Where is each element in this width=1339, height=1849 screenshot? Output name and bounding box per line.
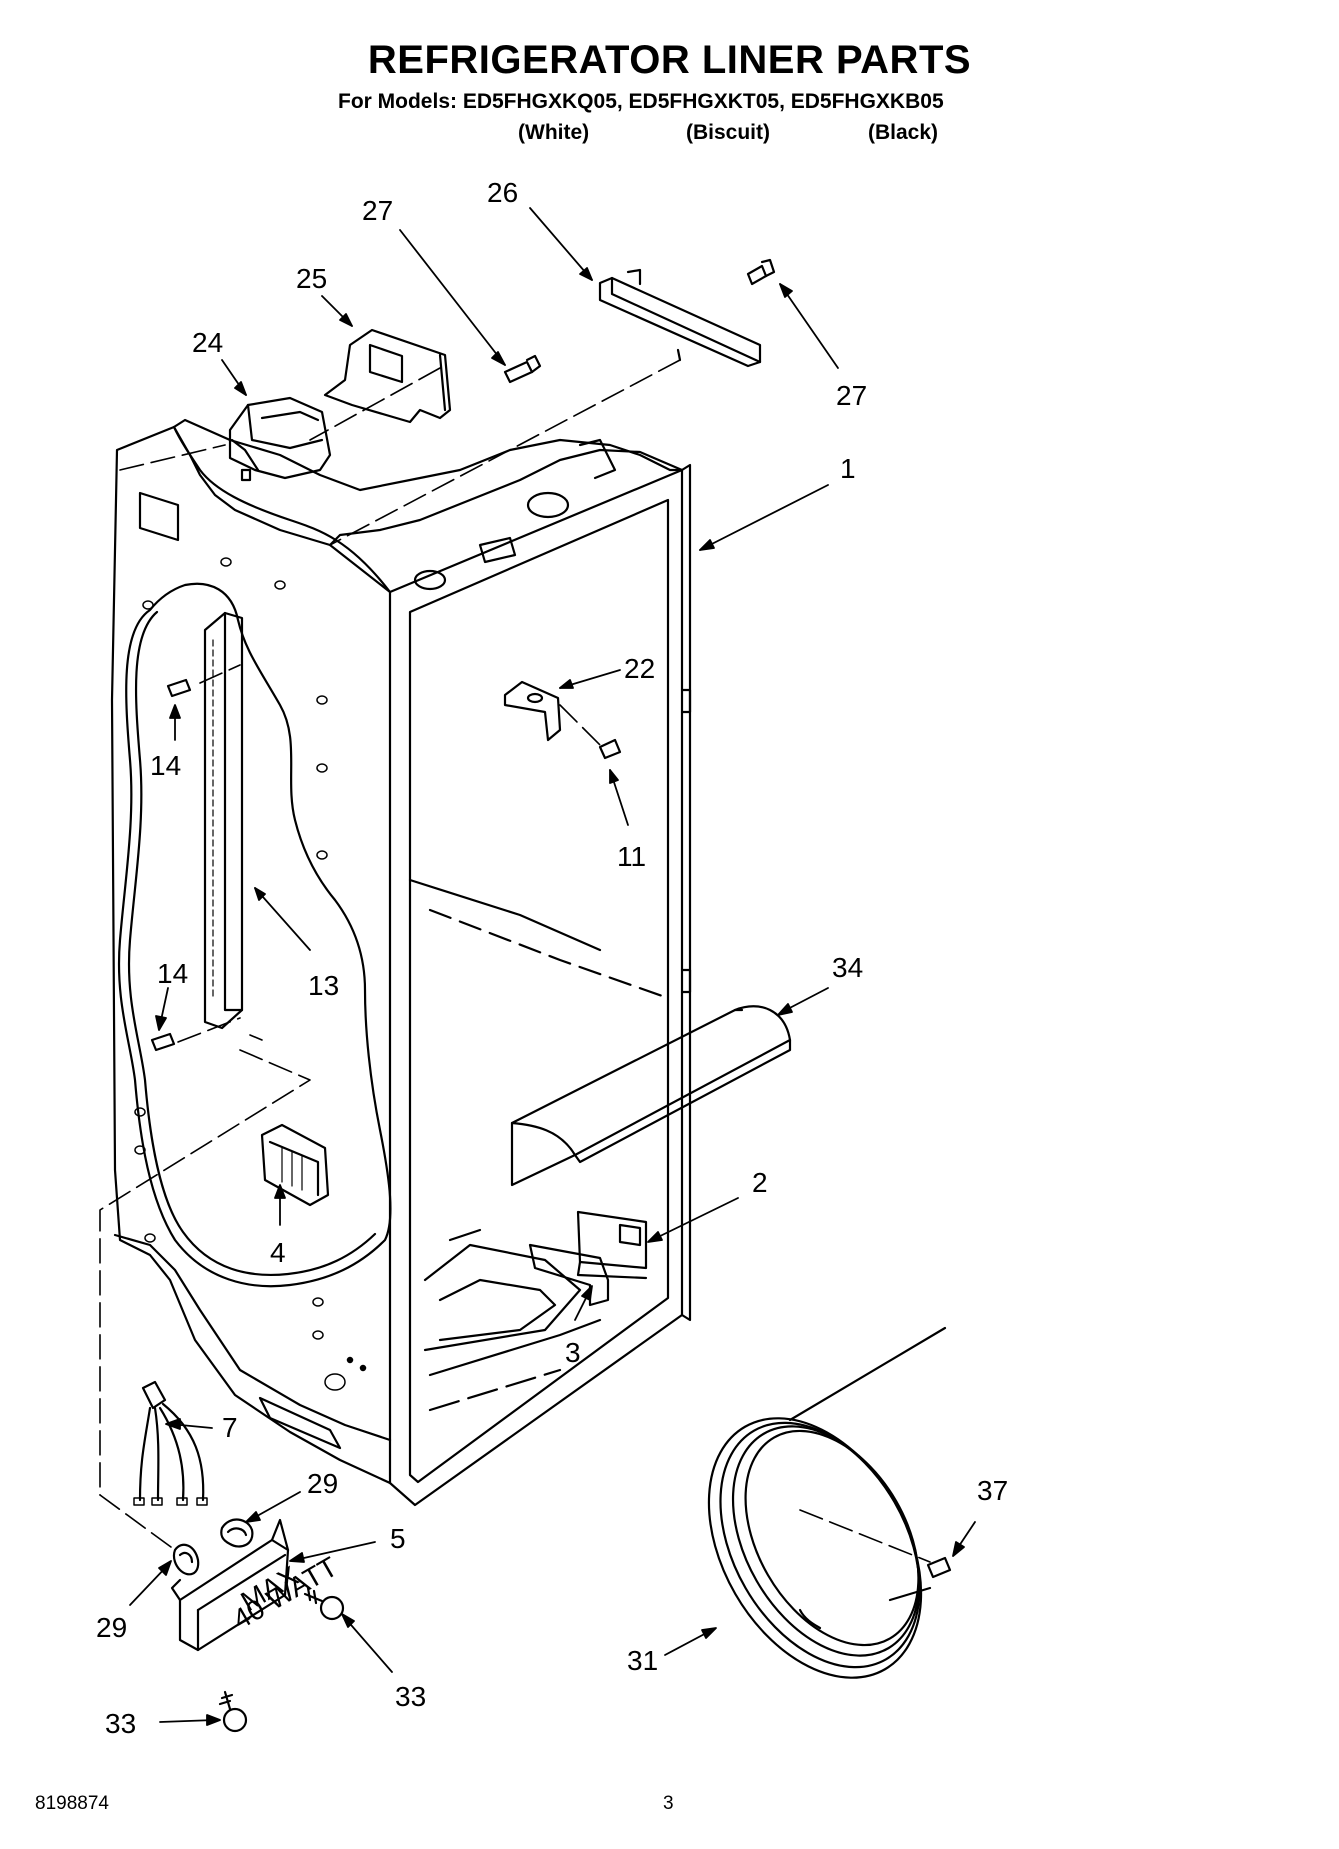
leader-5 bbox=[289, 1541, 376, 1563]
callout-29-lower: 29 bbox=[96, 1612, 127, 1643]
leader-27-left bbox=[399, 229, 506, 366]
leader-13 bbox=[254, 887, 311, 951]
part-5-light-housing bbox=[170, 1518, 290, 1652]
part-11-screw bbox=[598, 738, 622, 760]
leader-4 bbox=[274, 1184, 286, 1226]
callout-7: 7 bbox=[222, 1412, 238, 1443]
part-29-clip-upper bbox=[220, 1518, 254, 1548]
callout-14-upper: 14 bbox=[150, 750, 181, 781]
leader-2 bbox=[647, 1197, 739, 1243]
leader-14-lower bbox=[155, 987, 169, 1031]
callout-37: 37 bbox=[977, 1475, 1008, 1506]
leader-34 bbox=[777, 987, 829, 1016]
callout-14-lower: 14 bbox=[157, 958, 188, 989]
callout-4: 4 bbox=[270, 1237, 286, 1268]
callout-25: 25 bbox=[296, 263, 327, 294]
models-line: For Models: ED5FHGXKQ05, ED5FHGXKT05, ED… bbox=[338, 90, 944, 113]
callout-26: 26 bbox=[487, 177, 518, 208]
callout-3: 3 bbox=[565, 1337, 581, 1368]
part-33-bulb-right bbox=[303, 1586, 345, 1621]
leader-1 bbox=[699, 484, 829, 551]
part-37-screw bbox=[926, 1556, 952, 1579]
part-27-screw-right bbox=[746, 258, 776, 286]
leader-29-lower bbox=[129, 1560, 172, 1606]
callout-33-left: 33 bbox=[105, 1708, 136, 1739]
part-29-clip-lower bbox=[172, 1543, 200, 1576]
leader-33-right bbox=[341, 1613, 393, 1673]
callout-27-right: 27 bbox=[836, 380, 867, 411]
color-white: (White) bbox=[518, 121, 590, 144]
callout-33-right: 33 bbox=[395, 1681, 426, 1712]
callout-1: 1 bbox=[840, 453, 856, 484]
part-26-bracket bbox=[598, 268, 762, 368]
callout-24: 24 bbox=[192, 327, 223, 358]
callout-5: 5 bbox=[390, 1523, 406, 1554]
leader-arrows bbox=[129, 207, 976, 1726]
callout-29-upper: 29 bbox=[307, 1468, 338, 1499]
part-3-bracket bbox=[528, 1243, 610, 1307]
leader-37 bbox=[952, 1521, 976, 1557]
leader-3 bbox=[574, 1285, 593, 1321]
leader-29-upper bbox=[245, 1491, 301, 1523]
callout-22: 22 bbox=[624, 653, 655, 684]
leader-26 bbox=[529, 207, 593, 281]
callout-31: 31 bbox=[627, 1645, 658, 1676]
part-14-screw-lower bbox=[150, 1032, 176, 1052]
part-14-screw-upper bbox=[166, 678, 192, 698]
leader-33-left bbox=[159, 1714, 221, 1726]
leader-24 bbox=[221, 359, 247, 396]
callout-2: 2 bbox=[752, 1167, 768, 1198]
part-27-screw-left bbox=[503, 354, 542, 384]
document-number: 8198874 bbox=[35, 1793, 109, 1814]
color-black: (Black) bbox=[868, 121, 939, 144]
part-2-bracket bbox=[576, 1210, 648, 1280]
part-33-bulb-left bbox=[218, 1690, 248, 1733]
leader-25 bbox=[321, 295, 353, 327]
part-25-bracket bbox=[323, 328, 452, 424]
part-7-wire-harness bbox=[133, 1380, 208, 1506]
callout-11: 11 bbox=[617, 841, 646, 872]
leader-27-right bbox=[779, 283, 839, 369]
part-34-cover bbox=[510, 1005, 792, 1187]
liner-cabinet bbox=[110, 418, 692, 1507]
part-13-shelf-rail bbox=[203, 611, 244, 1030]
callout-27-left: 27 bbox=[362, 195, 393, 226]
color-biscuit: (Biscuit) bbox=[686, 121, 770, 144]
part-22-bracket bbox=[503, 680, 562, 742]
leader-7 bbox=[165, 1418, 213, 1430]
page-title: REFRIGERATOR LINER PARTS bbox=[367, 38, 972, 82]
part-4-vent-grille bbox=[260, 1123, 330, 1207]
page-number: 3 bbox=[663, 1793, 674, 1814]
callout-13: 13 bbox=[308, 970, 339, 1001]
leader-22 bbox=[559, 669, 621, 689]
part-24-control-housing bbox=[228, 396, 332, 482]
assembly-lines bbox=[99, 359, 931, 1563]
part-31-coiled-tube bbox=[707, 1326, 947, 1679]
leader-11 bbox=[609, 769, 629, 826]
leader-14-upper bbox=[169, 704, 181, 741]
callout-34: 34 bbox=[832, 952, 863, 983]
leader-31 bbox=[664, 1627, 717, 1656]
